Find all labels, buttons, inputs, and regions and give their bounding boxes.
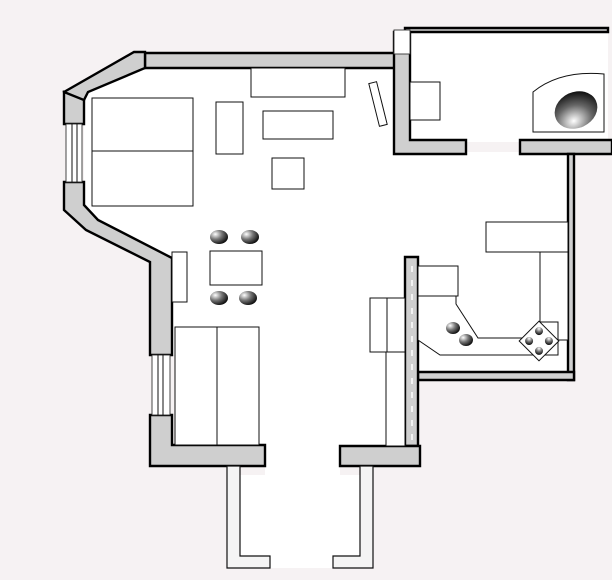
wall-left-diagonal <box>62 180 174 357</box>
bed <box>91 97 194 207</box>
dining-chair <box>210 230 228 244</box>
dining-chair <box>210 291 228 305</box>
chair <box>271 157 305 190</box>
dining-area <box>171 230 263 305</box>
cooktop <box>518 320 560 362</box>
wall-corridor-left <box>226 465 271 569</box>
nightstand <box>215 101 244 155</box>
wardrobe <box>250 67 346 98</box>
bedroom-area <box>174 326 260 446</box>
wall-kitchen-bottom <box>416 370 576 382</box>
window-left-upper <box>65 123 83 183</box>
wall-bottom-left <box>148 413 267 468</box>
counter-top <box>485 221 569 253</box>
dining-chair <box>239 291 257 305</box>
wall-top <box>143 51 402 70</box>
wall-corridor-right <box>332 465 374 569</box>
dining-chair <box>241 230 259 244</box>
wall-bathroom-bottom <box>518 138 612 156</box>
toilet <box>409 81 441 121</box>
sideboard <box>171 251 188 303</box>
bathroom <box>409 72 605 133</box>
stool <box>446 322 460 334</box>
dining-table <box>209 250 263 286</box>
tv-stand <box>368 81 388 127</box>
stool <box>459 334 473 346</box>
counter-left <box>417 265 459 297</box>
wall-left-upper <box>62 90 86 126</box>
wall-kitchen-right <box>566 152 576 382</box>
wall-bathroom-top <box>403 26 610 34</box>
hall-cabinets <box>369 266 413 447</box>
windows <box>65 29 411 416</box>
kitchen <box>417 221 569 362</box>
living-room <box>91 67 388 207</box>
bathtub-basin <box>554 91 598 129</box>
window-top <box>393 29 411 55</box>
window-left-lower <box>151 354 171 416</box>
wall-bottom-right <box>338 444 422 468</box>
wardrobe-hall <box>385 351 406 447</box>
desk <box>262 110 334 140</box>
